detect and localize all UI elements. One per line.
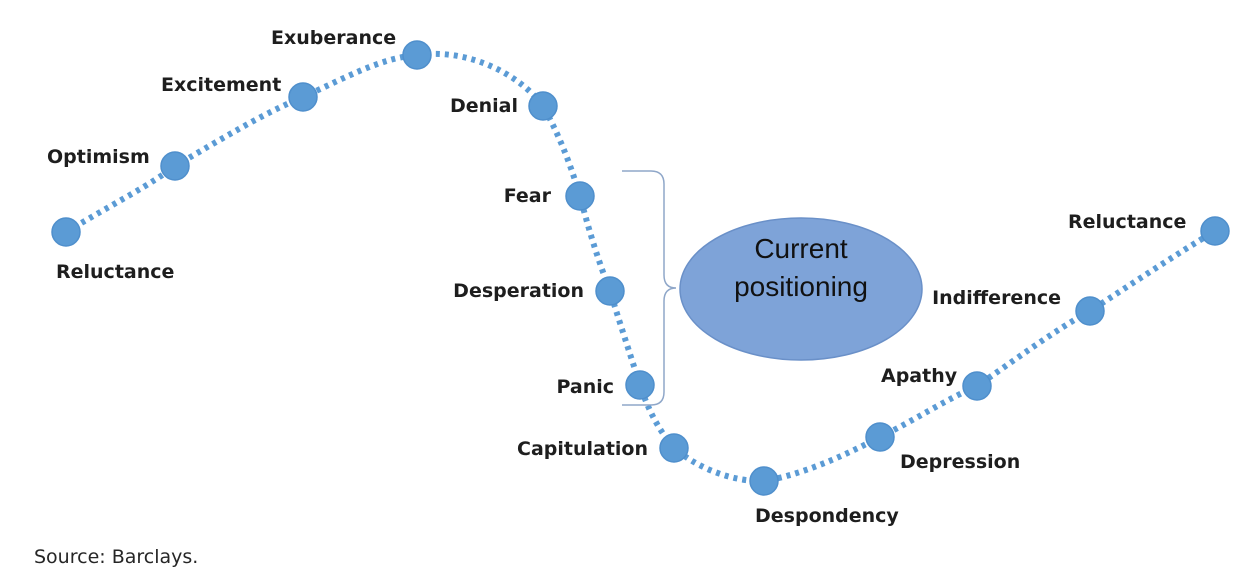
stage-node-exuberance	[402, 40, 432, 70]
stage-node-denial	[528, 91, 558, 121]
stage-label-exuberance: Exuberance	[271, 27, 396, 49]
stage-label-fear: Fear	[504, 185, 552, 207]
stage-node-panic	[625, 370, 655, 400]
source-note: Source: Barclays.	[34, 546, 199, 568]
stage-label-reluctance-end: Reluctance	[1068, 211, 1186, 233]
stage-label-despondency: Despondency	[755, 505, 899, 527]
stage-node-desperation	[595, 276, 625, 306]
stage-node-reluctance-end	[1200, 216, 1230, 246]
stage-nodes	[51, 40, 1230, 496]
stage-label-optimism: Optimism	[47, 146, 150, 168]
stage-label-depression: Depression	[900, 451, 1020, 473]
callout-line2: positioning	[734, 271, 868, 302]
stage-node-fear	[565, 181, 595, 211]
stage-node-apathy	[962, 371, 992, 401]
stage-label-excitement: Excitement	[161, 74, 281, 96]
stage-node-depression	[865, 422, 895, 452]
stage-label-apathy: Apathy	[881, 365, 958, 387]
stage-label-desperation: Desperation	[453, 280, 584, 302]
stage-node-despondency	[749, 466, 779, 496]
stage-node-optimism	[160, 151, 190, 181]
stage-node-capitulation	[659, 433, 689, 463]
callout-line1: Current	[754, 233, 848, 264]
stage-label-denial: Denial	[450, 95, 518, 117]
stage-node-reluctance-start	[51, 217, 81, 247]
stage-node-indifference	[1075, 296, 1105, 326]
current-positioning-ellipse	[679, 217, 923, 361]
cycle-curve	[64, 50, 1217, 485]
positioning-bracket	[622, 170, 677, 406]
stage-label-capitulation: Capitulation	[517, 438, 648, 460]
stage-label-indifference: Indifference	[932, 287, 1061, 309]
stage-node-excitement	[288, 82, 318, 112]
stage-label-reluctance-start: Reluctance	[56, 261, 174, 283]
stage-labels: Reluctance Optimism Excitement Exuberanc…	[47, 27, 1186, 527]
stage-label-panic: Panic	[556, 376, 614, 398]
